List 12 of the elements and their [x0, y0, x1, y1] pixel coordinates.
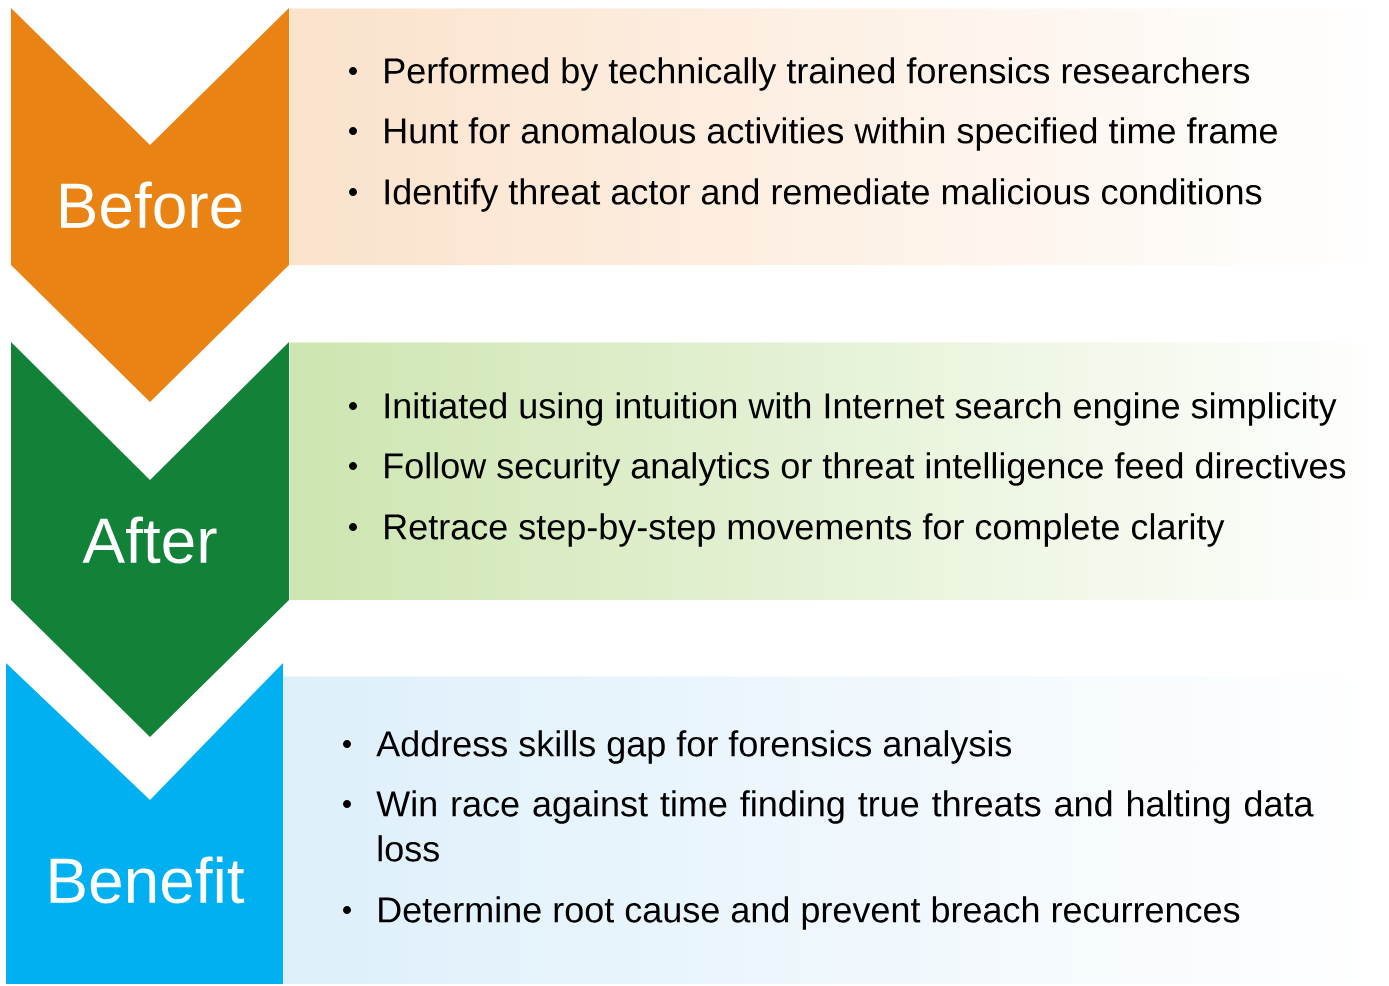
chevron-banner: After — [11, 342, 289, 737]
list-item: Determine root cause and prevent breach recurrences — [379, 896, 1240, 930]
chevron-banner: Before — [11, 8, 289, 402]
list-item: Identify threat actor and remediate malicious conditions — [385, 178, 1262, 212]
list-item: Performed by technically trained forensics researchers — [385, 57, 1250, 91]
list-item: Retrace step-by-step movements for complete clarity — [385, 513, 1225, 547]
list-item: Address skills gap for forensics analysis — [376, 730, 1012, 764]
chevron-banner: Benefit — [6, 663, 283, 984]
list-item: Initiated using intuition with Internet search engine simplicity — [385, 392, 1337, 426]
list-item: Win race against time finding true threats and halting data loss — [376, 790, 1314, 862]
list-item: Hunt for anomalous activities within specified time frame — [385, 117, 1277, 151]
list-item: Follow security analytics or threat intelligence feed directives — [385, 452, 1346, 486]
